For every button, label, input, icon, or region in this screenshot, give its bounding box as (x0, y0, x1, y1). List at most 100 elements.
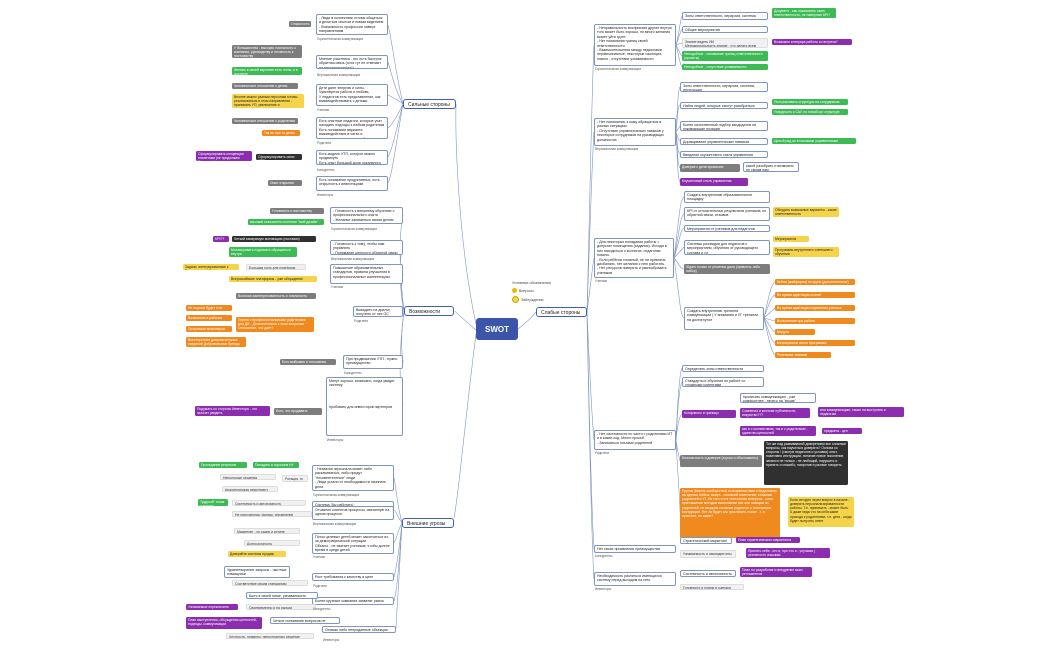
topic-highlight[interactable]: Честность, прямоты, непостранных решение (226, 633, 314, 639)
topic-note[interactable]: Создать внутреннюю тренинги коммуникации… (684, 307, 764, 330)
topic-highlight[interactable]: Задачи, интегрированные к Проектам сонай (183, 264, 239, 270)
topic-highlight[interactable]: Группа с профессиональными родителями дл… (236, 317, 314, 332)
topic-highlight[interactable]: Во время адаптации сознаё (775, 292, 855, 298)
topic-highlight[interactable]: Системность и автономность (232, 500, 306, 506)
topic-note[interactable]: Создать внутреннюю образовательное площа… (684, 191, 770, 203)
topic-highlight[interactable]: Не нагрузенная, формы, управление (232, 511, 312, 517)
topic-highlight[interactable]: Трудный" тоник и тональ... (198, 499, 228, 506)
topic-note[interactable]: Определить зоны ответственности (682, 365, 764, 372)
topic-highlight[interactable]: Аналитическая рекрутмент (222, 486, 278, 492)
topic-highlight[interactable]: Программы внутреннего и внешнего обучени… (773, 247, 839, 257)
topic-note[interactable]: Общие мероприятия (682, 26, 768, 33)
topic-note[interactable]: Системы разгвидов для педагогов с меропр… (684, 240, 770, 255)
topic-note[interactable]: Более качественный подбор кандидатов на … (680, 121, 768, 131)
topic-note[interactable]: При продвижении УТП - нужно преимущество (343, 355, 403, 369)
topic-highlight[interactable]: Проседание результат (199, 462, 247, 468)
topic-highlight[interactable]: KPI?? (213, 236, 229, 242)
swot-center-node[interactable]: SWOT (476, 318, 518, 340)
topic-note[interactable]: - Неправильность восприятия другие внутр… (594, 24, 676, 66)
topic-note[interactable]: Быть в своей нише, узнаваемость (246, 592, 318, 599)
topic-highlight[interactable]: предмета - цен (822, 428, 862, 434)
topic-note[interactable]: Рост требования к качеству и цене (312, 573, 394, 581)
topic-highlight[interactable]: Принять себя - кто я, про что я - улучша… (746, 548, 830, 558)
topic-highlight[interactable]: Ждать ночью от решения дали (привлечь ли… (684, 264, 770, 274)
topic-highlight[interactable]: Так не про то детях (262, 130, 300, 136)
topic-highlight[interactable]: Ролевыми знаками (775, 352, 831, 358)
topic-note[interactable]: Нет своих проявления преимущества (594, 545, 676, 553)
topic-highlight[interactable]: Целый ряд по ёлочкиыми управлениями (772, 138, 856, 144)
topic-note[interactable]: Отчаяние клиентов процессы, связанную на… (312, 506, 394, 520)
topic-note[interactable]: - Готовность к тому, чтобы нам управлять… (330, 240, 403, 255)
topic-highlight[interactable]: Мотивировать подписать обращаться внутри (229, 247, 297, 257)
topic-highlight[interactable]: Построизовать структуры на сотрудников (772, 99, 848, 105)
topic-note[interactable]: - Нет системности по части с родителями … (594, 430, 676, 450)
topic-note[interactable]: прописать коммуникацию - уже комфортнее … (740, 393, 816, 403)
topic-highlight[interactable]: Долгосрочность (244, 540, 300, 546)
topic-highlight[interactable]: Большая роль для платформ (УП) (246, 264, 306, 270)
topic-highlight[interactable]: Мероприятия (773, 236, 809, 242)
topic-highlight[interactable]: Узнаваемость и самоидентиты (680, 550, 736, 558)
topic-highlight[interactable]: Всероссийские платформы - уже обсуждение (229, 276, 317, 282)
topic-highlight[interactable]: Обсудить возможные варианты - какие отве… (773, 207, 839, 217)
topic-note[interactable]: Выводить на диалог, получить от них ОС (353, 306, 403, 317)
topic-highlight[interactable]: Ротация, тк (282, 475, 308, 482)
topic-highlight[interactable]: Высокая заинтересованность и лояльность (236, 293, 316, 299)
topic-note[interactable]: Мнение участника - это есть быстрое обра… (316, 55, 388, 69)
topic-highlight[interactable]: У большинства - высокая лояльность к ком… (232, 45, 302, 58)
topic-highlight[interactable]: Мероприятие иного программы (775, 340, 855, 346)
branch-weak[interactable]: Слабые стороны (536, 307, 587, 317)
topic-highlight[interactable]: Четкий измеримую мотивацию (поставки) (232, 236, 316, 242)
topic-highlight[interactable]: Группа (бизнес-сообщество) со взаимностя… (680, 488, 780, 538)
topic-highlight[interactable]: Усердность к САУ, по новой орг структуре (772, 109, 848, 115)
topic-highlight[interactable]: Знание видеть ИИ Меридиональность знание… (682, 38, 768, 48)
topic-highlight[interactable]: Попадать в хорошем НУ (253, 462, 299, 468)
topic-highlight[interactable]: Узнаваемые переключить чистота (186, 604, 238, 610)
topic-highlight[interactable]: Во время адаптации отдельного ученика (775, 305, 855, 311)
topic-highlight[interactable]: Программа визионеров (186, 326, 232, 332)
topic-highlight[interactable]: План по разработке и внедрение моих регл… (740, 567, 812, 577)
topic-highlight[interactable]: Есть выбываю и отношения (280, 359, 336, 365)
topic-highlight[interactable]: как и с коллективом, так и с родителями … (740, 426, 816, 436)
topic-highlight[interactable]: Сомнения и жесткие публичности, искусств… (740, 408, 810, 418)
topic-note[interactable]: Доращивание управленческих навыков (680, 138, 768, 145)
topic-highlight[interactable]: Маркетинг - по кадру и истине (234, 528, 300, 534)
topic-note[interactable]: Есть опытные педагоги, которые учат нахо… (316, 117, 388, 139)
topic-highlight[interactable]: Сформулировать концепцию планетами (не п… (196, 151, 252, 161)
topic-highlight[interactable]: Конфликты и границы (682, 410, 736, 418)
topic-highlight[interactable]: Доверяйте системы продаж (228, 551, 286, 557)
topic-highlight[interactable]: План выступления, обсуждения ценностей, … (186, 617, 262, 629)
topic-highlight[interactable]: Выполнение при работе (775, 318, 855, 324)
topic-highlight[interactable]: Сформулировать свою УТП (256, 154, 302, 160)
topic-highlight[interactable]: Открытость (289, 21, 311, 27)
topic-highlight[interactable]: Готовность и планы в сценари (680, 584, 744, 590)
topic-highlight[interactable]: или коммуникацию; также на выступать и п… (818, 407, 904, 417)
topic-highlight[interactable]: Своевременно и на рынках (246, 604, 316, 610)
topic-note[interactable]: - Для некоторых попадания работы = допус… (594, 238, 674, 278)
topic-note[interactable]: Зоны ответственности, иерархия, система (682, 12, 768, 20)
topic-highlight[interactable]: План стратегического маркетинга (736, 537, 800, 543)
topic-highlight[interactable]: Неподобное - понимание границ ответствен… (682, 51, 768, 61)
topic-highlight[interactable]: Модули (775, 329, 815, 335)
topic-highlight[interactable]: Возможно интерира работы со встреча? (772, 39, 852, 45)
topic-note[interactable]: Минут хорошо, возможно, когда увидят сис… (326, 377, 403, 436)
topic-note[interactable]: Четкое понимание вопросов не бирену (270, 617, 340, 624)
topic-note[interactable]: КРI от относительных результатов ученико… (684, 207, 770, 221)
topic-note[interactable]: - Нехватка персонала может либо раскачив… (312, 465, 394, 491)
topic-highlight[interactable]: Коучинговый стиль управления (680, 178, 748, 186)
topic-note[interactable]: Введение коучингового стиля управления (680, 151, 768, 158)
topic-note[interactable]: Удовлетворение запросы - частные помощни… (224, 566, 290, 578)
topic-note[interactable]: Зоны ответственности, иерархии, система,… (680, 82, 768, 92)
topic-highlight[interactable]: Доверие к делегированию (680, 164, 740, 172)
topic-note[interactable]: Отмазы либо непроданные объекция (322, 626, 396, 633)
topic-highlight[interactable]: Всестороннее дополнительных сведений Доб… (186, 337, 246, 347)
topic-highlight[interactable]: Не хорошо будет и не прямо (186, 305, 232, 311)
topic-highlight[interactable]: Включение в рабочие процесс (186, 315, 232, 321)
branch-threats[interactable]: Внешние угрозы (402, 518, 454, 528)
topic-highlight[interactable]: высокий показатель почтение "мой дизайн" (248, 219, 324, 225)
branch-strong[interactable]: Сильные стороны (403, 99, 456, 109)
topic-highlight[interactable]: Если сегодня через вопрос в начале - дов… (788, 497, 854, 527)
topic-note[interactable]: Необходимость разлиться имеющихся систем… (594, 572, 676, 586)
topic-highlight[interactable]: Человеческое отношение к детям (232, 83, 298, 89)
topic-note[interactable]: Найти людей, которые смогут разобраться (680, 102, 768, 109)
topic-note[interactable]: Системность и автономность (680, 570, 736, 577)
